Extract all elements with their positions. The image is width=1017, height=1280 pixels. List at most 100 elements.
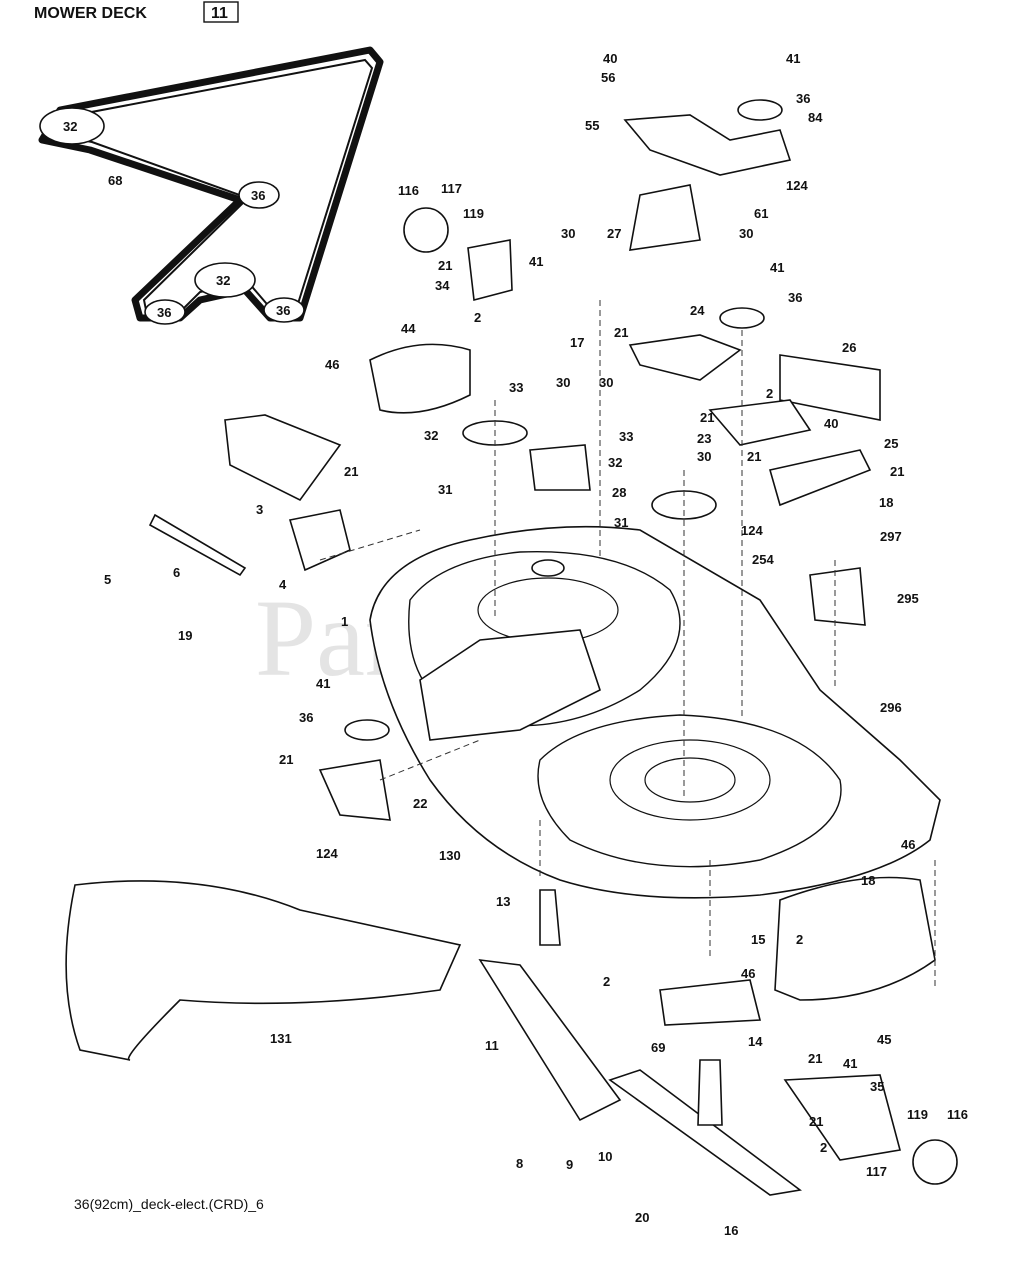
bracket-24 <box>628 334 742 381</box>
callout-label: 10 <box>598 1149 612 1164</box>
callout-label: 40 <box>603 51 617 66</box>
pulley-36-mid <box>719 307 765 329</box>
callout-label: 17 <box>570 335 584 350</box>
belt-label: 36 <box>157 305 171 320</box>
belt-guard-44 <box>369 343 471 414</box>
callout-label: 46 <box>741 966 755 981</box>
callout-label: 21 <box>747 449 761 464</box>
callout-label: 6 <box>173 565 180 580</box>
callout-label: 46 <box>901 837 915 852</box>
callout-label: 124 <box>786 178 808 193</box>
plate-23 <box>708 399 812 446</box>
callout-label: 33 <box>509 380 523 395</box>
callout-label: 31 <box>438 482 452 497</box>
bracket-4 <box>288 509 351 572</box>
callout-label: 41 <box>843 1056 857 1071</box>
callout-label: 24 <box>690 303 705 318</box>
belt-pulley-32-a <box>39 107 105 145</box>
callout-label: 18 <box>861 873 875 888</box>
callout-label: 46 <box>325 357 339 372</box>
belt-pulley-32-b <box>194 262 256 298</box>
belt-label: 36 <box>251 188 265 203</box>
callout-label: 11 <box>485 1038 499 1053</box>
idler-arm-55 <box>623 114 792 176</box>
callout-label: 131 <box>270 1031 292 1046</box>
callout-label: 2 <box>766 386 773 401</box>
callout-label: 32 <box>424 428 438 443</box>
callout-label: 21 <box>890 464 904 479</box>
callout-label: 23 <box>697 431 711 446</box>
callout-label: 254 <box>752 552 774 567</box>
bracket-27 <box>629 184 701 251</box>
belt-pulley-36-c <box>263 297 305 323</box>
blade-11 <box>478 958 622 1122</box>
callout-label: 116 <box>947 1107 968 1122</box>
callout-label: 21 <box>808 1051 822 1066</box>
callout-label: 1 <box>341 614 348 629</box>
callout-label: 5 <box>104 572 111 587</box>
callout-label: 30 <box>739 226 753 241</box>
callout-label: 22 <box>413 796 427 811</box>
deck-housing <box>369 525 941 899</box>
spindle-13 <box>539 889 561 946</box>
belt-label: 32 <box>216 273 230 288</box>
callout-label: 2 <box>796 932 803 947</box>
belt-label: 36 <box>276 303 290 318</box>
guard-295 <box>809 567 866 626</box>
callouts: 68 116 117 119 21 41 34 2 40 56 55 41 36… <box>104 51 968 1238</box>
callout-label: 44 <box>401 321 416 336</box>
idler-bracket-34 <box>467 239 513 302</box>
callout-label: 41 <box>316 676 330 691</box>
spindle-69 <box>697 1059 723 1126</box>
idler-pulley-117b <box>912 1139 958 1185</box>
callout-label: 124 <box>741 523 763 538</box>
callout-label: 18 <box>879 495 893 510</box>
callout-label: 117 <box>866 1164 887 1179</box>
pulley-36-top <box>737 99 783 121</box>
callout-label: 21 <box>614 325 628 340</box>
callout-label: 25 <box>884 436 898 451</box>
callout-label: 26 <box>842 340 856 355</box>
diagram-title: MOWER DECK <box>34 5 147 22</box>
callout-label: 41 <box>529 254 543 269</box>
deck-components <box>65 99 958 1196</box>
callout-label: 21 <box>279 752 293 767</box>
callout-label: 84 <box>808 110 823 125</box>
callout-label: 61 <box>754 206 768 221</box>
callout-label: 295 <box>897 591 919 606</box>
callout-label: 33 <box>619 429 633 444</box>
callout-label: 296 <box>880 700 902 715</box>
callout-label: 35 <box>870 1079 884 1094</box>
callout-label: 28 <box>612 485 626 500</box>
bracket-3 <box>224 414 342 502</box>
bracket-22 <box>318 759 391 821</box>
bracket-26 <box>779 354 881 421</box>
title-tag-box <box>203 1 239 23</box>
link-rod-6 <box>148 513 247 577</box>
callout-label: 55 <box>585 118 599 133</box>
idler-pulley-117 <box>403 207 449 253</box>
callout-label: 119 <box>907 1107 928 1122</box>
callout-label: 31 <box>614 515 628 530</box>
callout-label: 19 <box>178 628 192 643</box>
belt-routing-diagram: 32 36 32 36 36 <box>38 46 384 325</box>
callout-label: 3 <box>256 502 263 517</box>
callout-label: 8 <box>516 1156 523 1171</box>
belt-pulley-36-b <box>144 299 186 325</box>
spindle-housing-14 <box>659 979 762 1026</box>
bracket-25 <box>768 449 872 507</box>
callout-label: 14 <box>748 1034 763 1049</box>
callout-label: 4 <box>279 577 287 592</box>
discharge-chute-131 <box>65 880 462 1061</box>
callout-label: 30 <box>697 449 711 464</box>
callout-label: 30 <box>561 226 575 241</box>
diagram-caption: 36(92cm)_deck-elect.(CRD)_6 <box>74 1196 264 1212</box>
callout-label: 20 <box>635 1210 649 1225</box>
callout-label: 68 <box>108 173 122 188</box>
callout-label: 41 <box>786 51 800 66</box>
callout-label: 15 <box>751 932 765 947</box>
bracket-28 <box>529 444 591 491</box>
callout-label: 45 <box>877 1032 891 1047</box>
callout-label: 2 <box>603 974 610 989</box>
